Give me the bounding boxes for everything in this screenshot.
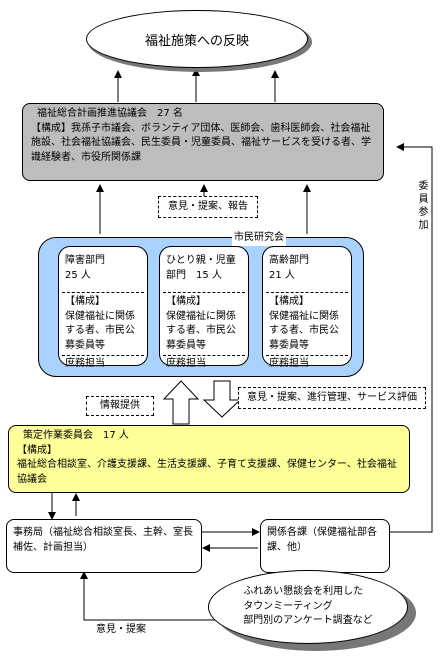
dept-secretariat: 庶務担当 — [65, 358, 105, 369]
related-divisions-box: 関係各課（保健福祉部各課、他） — [260, 519, 390, 573]
research-group-title: 市民研究会 — [232, 231, 286, 246]
opinion-report-box: 意見・提案、報告 — [158, 196, 258, 218]
council-box: 福祉総合計画推進協議会 27 名 【構成】我孫子市議会、ボランティア団体、医師会… — [22, 103, 384, 181]
related-divisions-text: 関係各課（保健福祉部各課、他） — [267, 527, 377, 553]
working-committee-title: 策定作業委員会 17 人 — [23, 430, 129, 441]
dept-name: 高齢部門 21 人 — [269, 255, 309, 281]
info-provision-text: 情報提供 — [100, 399, 140, 411]
committee-member-label: 委員参加 — [416, 180, 427, 232]
working-committee-composition: 【構成】 福祉総合相談室、介護支援課、生活支援課、子育て支援課、保健センター、社… — [17, 444, 397, 485]
dept-name: 障害部門 25 人 — [65, 255, 105, 281]
dept-secretariat: 庶務担当 — [269, 358, 309, 369]
town-meeting-text: ふれあい懇談会を利用した タウンミーティング 部門別のアンケート調査など — [243, 586, 373, 627]
secretariat-office-box: 事務局（福祉総合相談室長、主幹、室長補佐、計画担当） — [6, 519, 202, 573]
dept-composition: 【構成】 保健福祉に関係する者、市民公募委員等 — [269, 296, 339, 351]
dept-name: ひとり親・児童部門 15 人 — [166, 255, 236, 281]
progress-box: 意見・提案、進行管理、サービス評価 — [238, 387, 426, 409]
dept-card-single-parent: ひとり親・児童部門 15 人 【構成】 保健福祉に関係する者、市民公募委員等 庶… — [159, 246, 249, 369]
dept-composition: 【構成】 保健福祉に関係する者、市民公募委員等 — [166, 296, 236, 351]
hollow-down-arrow — [202, 380, 242, 418]
hollow-up-arrow — [162, 380, 200, 425]
dept-card-disability: 障害部門 25 人 【構成】 保健福祉に関係する者、市民公募委員等 庶務担当 — [58, 246, 148, 369]
dept-composition: 【構成】 保健福祉に関係する者、市民公募委員等 — [65, 296, 135, 351]
info-provision-box: 情報提供 — [86, 396, 154, 416]
goal-ellipse: 福祉施策への反映 — [86, 10, 308, 68]
arrow-town-to-office — [80, 571, 222, 621]
dept-secretariat: 庶務担当 — [166, 358, 206, 369]
council-title: 福祉総合計画推進協議会 27 名 — [37, 108, 183, 119]
committee-line — [390, 143, 433, 533]
town-meeting-ellipse: ふれあい懇談会を利用した タウンミーティング 部門別のアンケート調査など — [208, 570, 408, 644]
dept-card-elderly: 高齢部門 21 人 【構成】 保健福祉に関係する者、市民公募委員等 庶務担当 — [262, 246, 352, 369]
goal-text: 福祉施策への反映 — [144, 33, 249, 49]
opinion-report-text: 意見・提案、報告 — [168, 200, 248, 212]
bottom-opinion-label: 意見・提案 — [96, 624, 146, 635]
council-composition: 【構成】我孫子市議会、ボランティア団体、医師会、歯科医師会、社会福祉施設、社会福… — [31, 122, 371, 163]
progress-text: 意見・提案、進行管理、サービス評価 — [247, 391, 417, 403]
secretariat-office-text: 事務局（福祉総合相談室長、主幹、室長補佐、計画担当） — [13, 527, 193, 553]
working-committee-box: 策定作業委員会 17 人 【構成】 福祉総合相談室、介護支援課、生活支援課、子育… — [8, 425, 410, 493]
